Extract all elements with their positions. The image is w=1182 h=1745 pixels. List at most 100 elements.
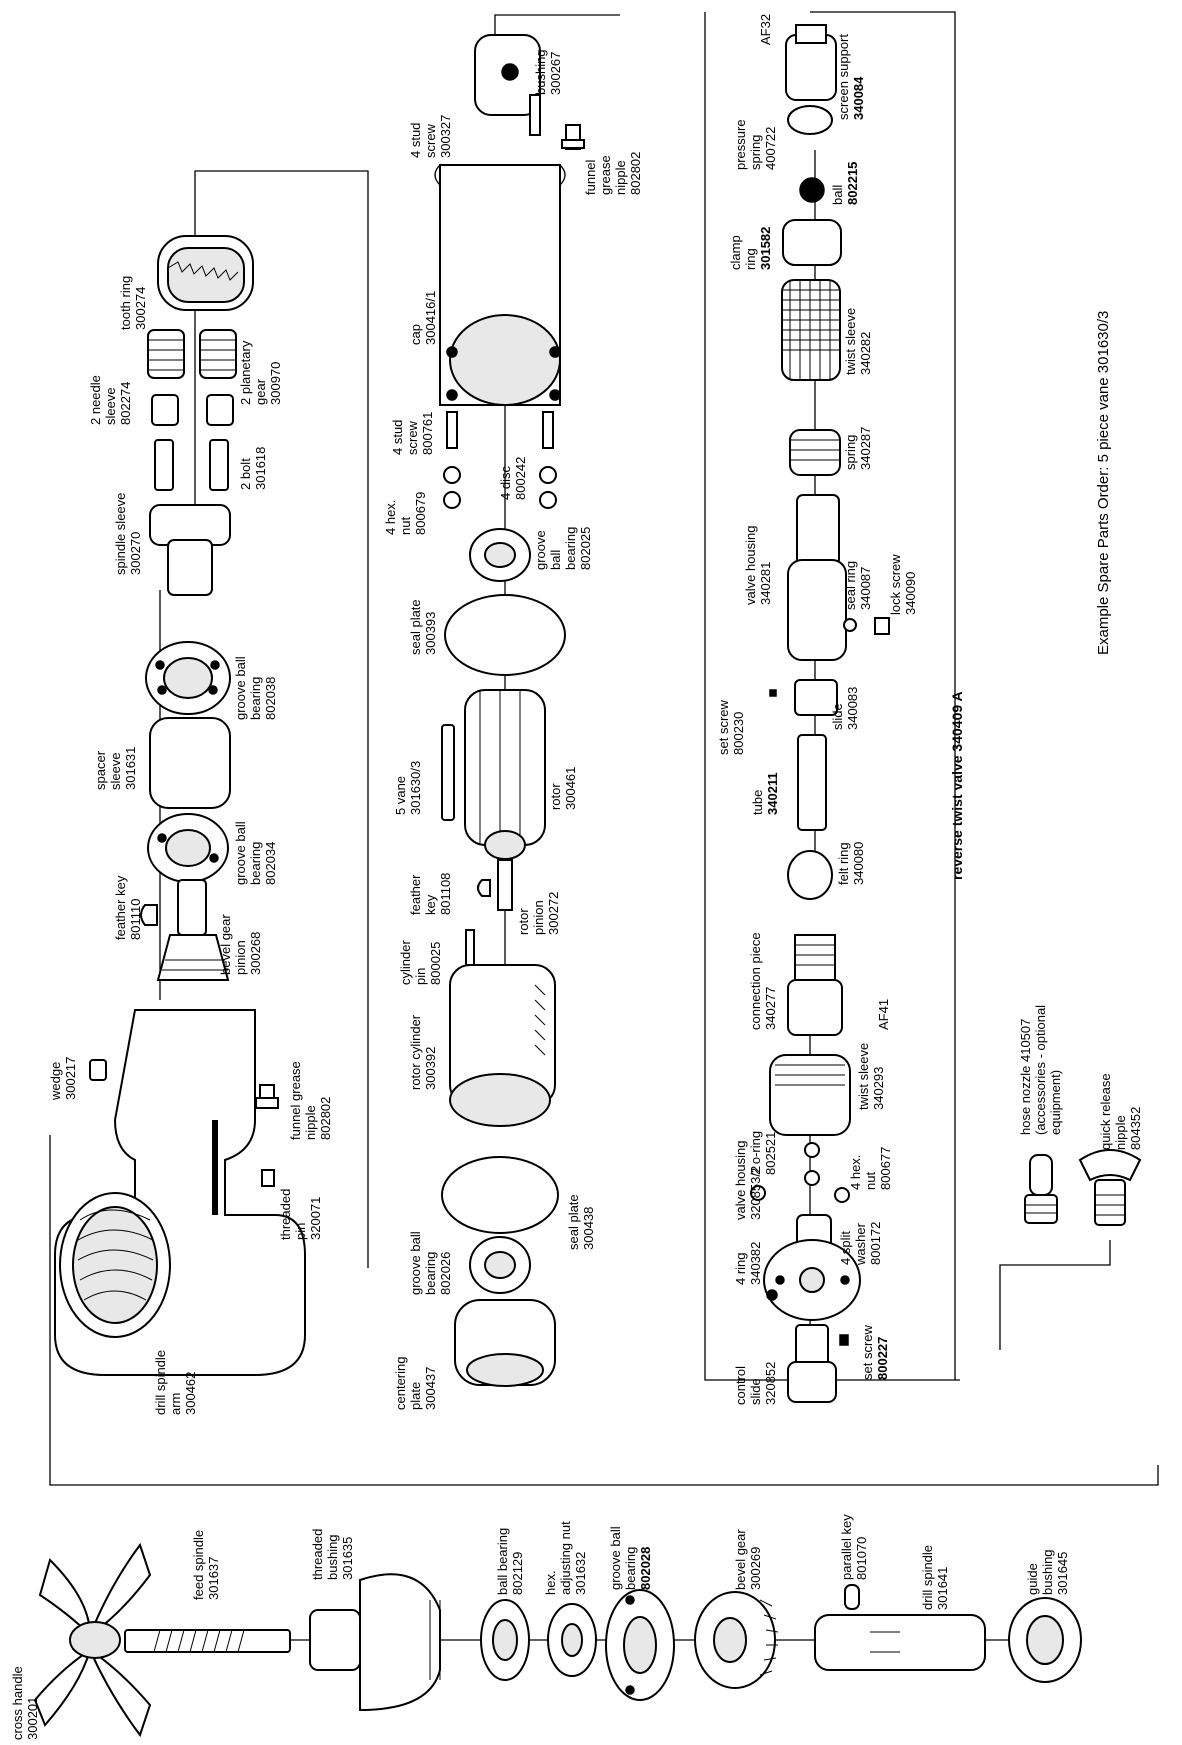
quick-release-nipple — [1078, 1149, 1142, 1226]
ball-bearing — [480, 1599, 530, 1681]
label-af32: AF32 — [758, 14, 773, 45]
bottom-row-feed-assembly — [33, 1542, 1082, 1738]
label-cap: cap300416/1 — [408, 291, 438, 345]
label-spring: spring340287 — [843, 427, 873, 470]
seal-plate — [444, 594, 566, 676]
label-hex-adjusting-nut: hex.adjusting nut301632 — [543, 1521, 588, 1595]
label-wedge: wedge300217 — [48, 1057, 78, 1101]
label-ball: ball802215 — [830, 162, 860, 205]
hex-nut — [834, 1187, 850, 1203]
label-split-washer: 4 splitwasher800172 — [838, 1222, 883, 1266]
label-ring-340382: 4 ring340382 — [733, 1242, 763, 1285]
label-threaded-pin: threadedpin320071 — [278, 1189, 323, 1240]
funnel-grease-nipple — [561, 124, 585, 150]
disc — [539, 466, 557, 484]
ring — [766, 1289, 778, 1301]
spindle-sleeve — [149, 504, 231, 596]
ball — [799, 177, 825, 203]
clamp-ring — [782, 219, 842, 266]
footer-note: Example Spare Parts Order: 5 piece vane … — [1095, 311, 1112, 655]
label-valve-housing-320853: valve housing320853/2 — [733, 1141, 763, 1221]
column-drill-spindle-arm — [54, 235, 306, 1376]
set-screw — [769, 689, 777, 697]
spring — [789, 429, 841, 476]
label-o-ring: 2 o-ring802521 — [748, 1131, 778, 1175]
hose-nozzle — [1024, 1154, 1058, 1224]
label-stud-screw-300327: 4 studscrew300327 — [408, 115, 453, 158]
rotor-pinion — [497, 859, 513, 911]
stud-screw — [446, 411, 458, 449]
label-rotor-cylinder: rotor cylinder300392 — [408, 1014, 438, 1090]
label-stud-screw-800761: 4 studscrew800761 — [390, 412, 435, 455]
bevel-gear-pinion — [156, 879, 230, 981]
label-tube: tube340211 — [750, 772, 780, 815]
stud-screw — [529, 94, 541, 136]
cross-handle — [33, 1542, 152, 1738]
column-motor — [434, 34, 585, 1387]
centering-plate — [454, 1299, 556, 1387]
label-groove-ball-802034: groove ballbearing802034 — [233, 821, 278, 885]
hex-nut — [750, 1185, 766, 1201]
label-feed-spindle: feed spindle301637 — [191, 1530, 221, 1600]
threaded-pin — [261, 1169, 275, 1187]
label-rotor: rotor300461 — [548, 767, 578, 810]
pressure-spring — [787, 105, 833, 135]
groove-ball-bearing — [145, 641, 231, 715]
rotor-cylinder — [449, 964, 556, 1127]
label-drill-spindle: drill spindle301641 — [920, 1545, 950, 1610]
disc — [443, 466, 461, 484]
stud-screw — [542, 411, 554, 449]
vane — [441, 724, 455, 821]
groove-ball-bearing — [469, 1236, 531, 1294]
groove-ball-bearing — [605, 1589, 675, 1701]
label-spacer-sleeve: spacersleeve301631 — [93, 747, 138, 790]
label-centering-plate: centeringplate300437 — [393, 1357, 438, 1410]
needle-sleeve — [151, 394, 179, 426]
label-set-screw-800227: set screw800227 — [860, 1324, 890, 1380]
cap — [434, 164, 566, 406]
twist-sleeve — [781, 279, 841, 381]
label-drill-spindle-arm: drill spindlearm300462 — [153, 1350, 198, 1415]
screen-support — [785, 24, 837, 101]
label-disc: 4 disc800242 — [498, 457, 528, 500]
label-quick-release: quick releasenipple804352 — [1098, 1073, 1143, 1150]
o-ring — [804, 1170, 820, 1186]
wedge — [89, 1059, 107, 1081]
hex-adjusting-nut — [547, 1603, 597, 1677]
spacer-sleeve — [149, 717, 231, 809]
rotor — [464, 689, 546, 860]
label-cylinder-pin: cylinderpin800025 — [398, 940, 443, 985]
feed-spindle — [124, 1629, 291, 1653]
felt-ring — [787, 850, 833, 900]
feather-key — [140, 904, 158, 926]
label-spindle-sleeve: spindle sleeve300270 — [113, 493, 143, 575]
label-felt-ring: felt ring340080 — [836, 842, 866, 885]
label-screen-support: screen support340084 — [836, 34, 866, 120]
label-parallel-key: parallel key801070 — [839, 1514, 869, 1580]
label-bevel-gear-300269: bevel gear300269 — [733, 1529, 763, 1590]
planetary-gear — [147, 329, 237, 379]
label-groove-ball-802025: grooveballbearing802025 — [533, 527, 593, 570]
tooth-ring — [157, 235, 254, 311]
label-hex-nut-800677: 4 hex.nut800677 — [848, 1147, 893, 1190]
control-slide — [787, 1324, 837, 1403]
valve-housing — [763, 1214, 861, 1321]
label-hose-nozzle: hose nozzle 410507(accessories - optiona… — [1018, 1005, 1063, 1135]
seal-ring — [843, 618, 857, 632]
assembly-title: reverse twist valve 340409 A — [949, 691, 965, 880]
label-seal-ring: seal ring340087 — [843, 561, 873, 610]
drill-spindle — [814, 1614, 986, 1671]
label-seal-plate-300438: seal plate300438 — [566, 1194, 596, 1250]
drill-spindle-arm — [54, 1009, 306, 1376]
label-control-slide: controlslide320852 — [733, 1362, 778, 1405]
label-groove-ball-802028: groove ballbearing802028 — [608, 1526, 653, 1590]
label-planetary-gear: 2 planetarygear300970 — [238, 340, 283, 405]
bolt — [209, 439, 229, 491]
twist-sleeve — [769, 1054, 851, 1136]
label-connection-piece: connection piece340277 — [748, 932, 778, 1030]
needle-sleeve — [206, 394, 234, 426]
label-seal-plate-300393: seal plate300393 — [408, 599, 438, 655]
valve-housing — [787, 494, 847, 661]
parallel-key — [844, 1584, 860, 1610]
